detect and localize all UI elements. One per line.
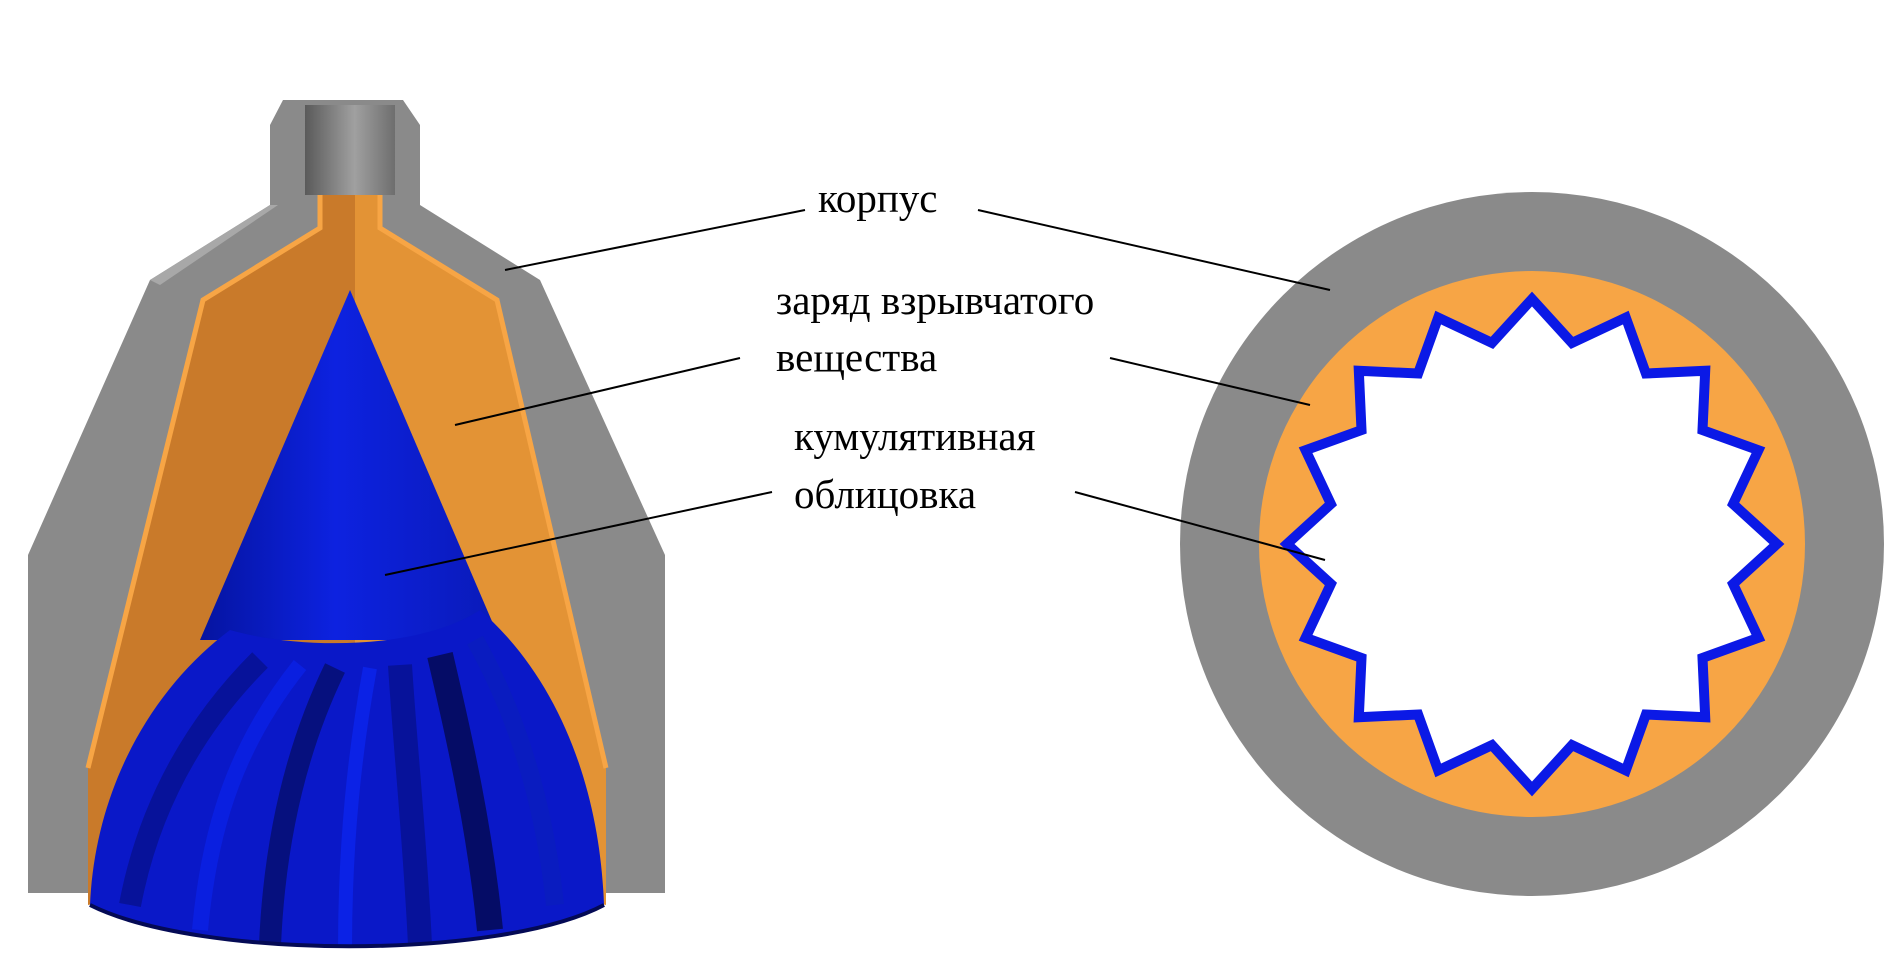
label-body: корпус xyxy=(818,175,938,221)
leader-liner-right xyxy=(1074,491,1326,561)
label-charge-line2: вещества xyxy=(776,334,938,380)
cutaway-view xyxy=(28,100,665,949)
leader-charge-left xyxy=(454,357,741,426)
leader-lines xyxy=(384,209,1331,576)
casing-top-bevel xyxy=(150,205,278,285)
label-liner-line2: облицовка xyxy=(794,471,977,517)
cross-section-view xyxy=(1180,192,1884,896)
charge-edge-left xyxy=(85,195,323,769)
charge-edge-right xyxy=(377,195,609,769)
label-liner-line1: кумулятивная xyxy=(794,413,1036,459)
liner-flutes xyxy=(119,635,564,947)
liner-section xyxy=(1279,291,1785,797)
liner-bell-rim xyxy=(89,903,605,949)
leader-body-right xyxy=(977,209,1331,291)
leader-charge-right xyxy=(1109,357,1311,406)
label-charge-line1: заряд взрывчатого xyxy=(776,277,1095,323)
fuse-cap xyxy=(305,105,395,195)
liner-cone xyxy=(200,290,500,640)
leader-liner-left xyxy=(384,491,773,576)
leader-body-left xyxy=(504,209,806,271)
